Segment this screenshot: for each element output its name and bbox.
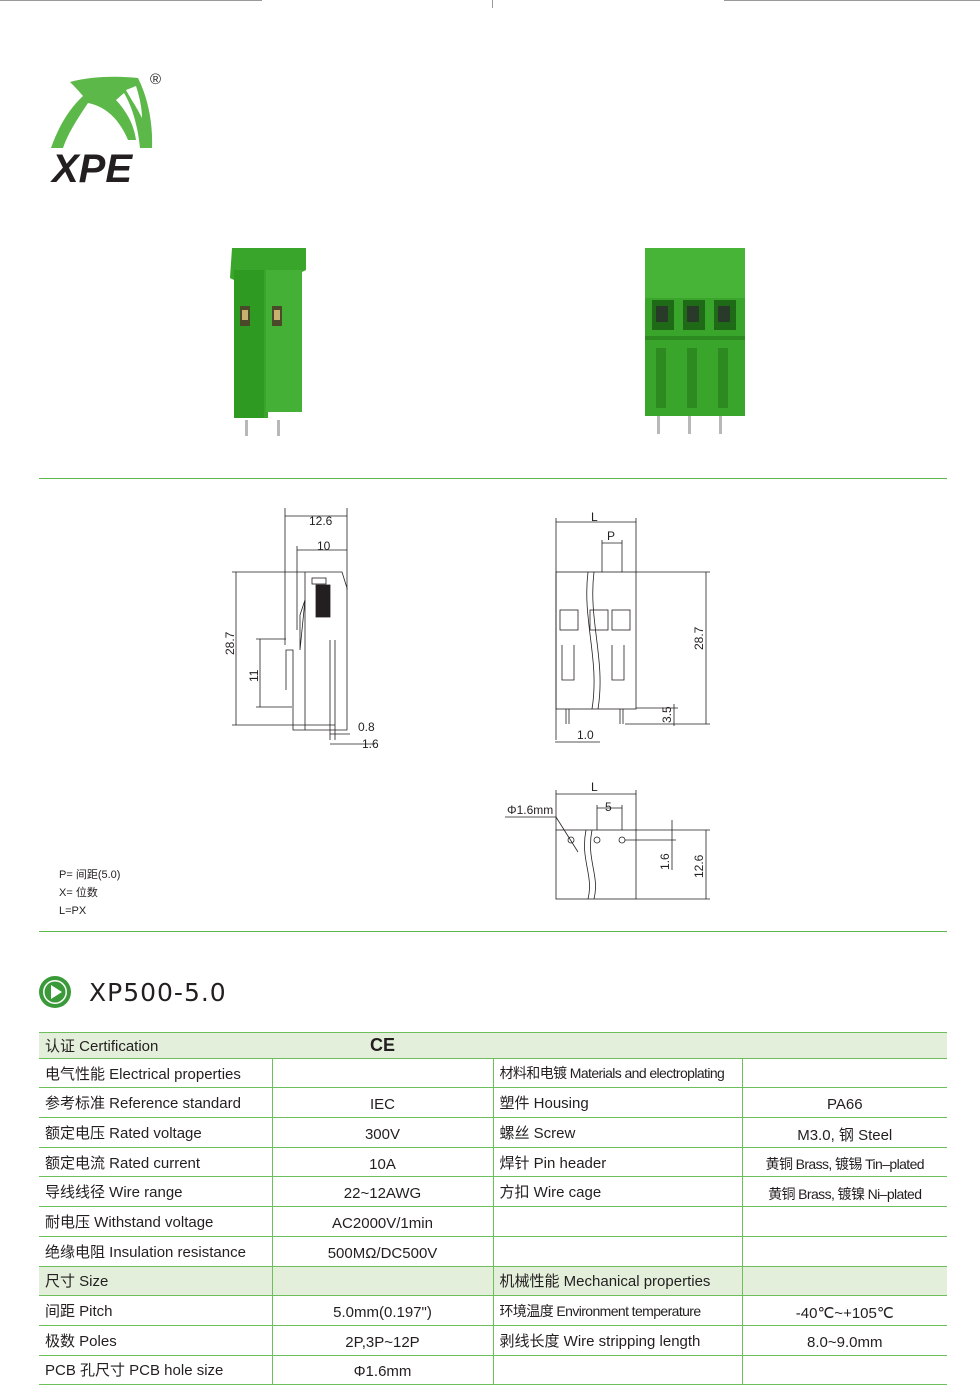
- row-value: [741, 1235, 947, 1267]
- xpe-logo: XPE ®: [48, 68, 173, 191]
- logo-text: XPE: [50, 147, 133, 188]
- row-value: 8.0~9.0mm: [741, 1324, 947, 1356]
- row-value: AC2000V/1min: [271, 1206, 493, 1237]
- row-label: 绝缘电阻 Insulation resistance: [39, 1235, 272, 1267]
- side-view-drawing: 12.6 10 28.7 11 0.8 1.6: [223, 508, 379, 751]
- dim-front-height: 28.7: [692, 626, 706, 650]
- play-circle-icon: [39, 976, 71, 1008]
- row-value: Φ1.6mm: [271, 1354, 493, 1386]
- technical-drawings: 12.6 10 28.7 11 0.8 1.6 L P 28.7 3.5 1.0: [223, 508, 710, 900]
- row-label: 参考标准 Reference standard: [39, 1087, 272, 1119]
- row-value: [741, 1354, 947, 1386]
- dim-depth: 12.6: [692, 854, 706, 878]
- row-label: 耐电压 Withstand voltage: [39, 1206, 272, 1237]
- dim-pin-length: 3.5: [660, 706, 674, 723]
- dim-pin-offset: 1.6: [362, 737, 379, 751]
- row-value: IEC: [271, 1087, 493, 1119]
- dim-width-overall: 12.6: [309, 514, 333, 528]
- row-value: 黄铜 Brass, 镀镍 Ni–plated: [741, 1176, 947, 1208]
- dim-lower-height: 11: [247, 669, 261, 682]
- row-value: 2P,3P~12P: [271, 1324, 493, 1356]
- dim-pin-thickness: 0.8: [358, 720, 375, 734]
- dim-pcb-pitch: 5: [605, 800, 612, 814]
- row-label: 机械性能 Mechanical properties: [492, 1265, 742, 1297]
- row-label: 间距 Pitch: [39, 1295, 272, 1326]
- section-divider: [39, 931, 947, 932]
- row-label: [492, 1354, 742, 1386]
- row-label: 方扣 Wire cage: [492, 1176, 742, 1208]
- row-value: PA66: [741, 1087, 947, 1119]
- dim-pcb-length: L: [591, 780, 598, 794]
- row-label: [492, 1206, 742, 1237]
- product-model-title: XP500-5.0: [89, 978, 227, 1007]
- table-row-header: 尺寸 Size 机械性能 Mechanical properties: [39, 1265, 947, 1297]
- note-length: L=PX: [59, 905, 87, 917]
- row-value: [271, 1265, 493, 1297]
- dim-hole-offset: 1.6: [658, 853, 672, 870]
- pcb-layout-drawing: L Φ1.6mm 5 1.6 12.6: [505, 780, 710, 900]
- front-view-drawing: L P 28.7 3.5 1.0: [555, 510, 710, 743]
- crop-mark: [492, 0, 493, 8]
- row-value: 黄铜 Brass, 镀锡 Tin–plated: [741, 1146, 947, 1178]
- row-label: 塑件 Housing: [492, 1087, 742, 1119]
- row-value: [741, 1206, 947, 1237]
- product-photo-side: [230, 248, 306, 436]
- row-label: 导线线径 Wire range: [39, 1176, 272, 1208]
- note-pitch: P= 间距(5.0): [59, 869, 121, 881]
- dim-height: 28.7: [223, 631, 237, 655]
- dim-hole: Φ1.6mm: [507, 803, 553, 817]
- row-value: 22~12AWG: [271, 1176, 493, 1208]
- row-label: 极数 Poles: [39, 1324, 272, 1356]
- notes: P= 间距(5.0) X= 位数 L=PX: [59, 866, 120, 920]
- dim-pin-width: 1.0: [577, 728, 594, 742]
- spec-table: 认证 Certification CE 电气性能 Electrical prop…: [39, 1032, 947, 1386]
- dim-length: L: [591, 510, 598, 524]
- registered-mark: ®: [150, 71, 161, 88]
- table-row: 电气性能 Electrical properties 材料和电镀 Material…: [39, 1057, 947, 1089]
- row-label: 焊针 Pin header: [492, 1146, 742, 1178]
- row-label: 螺丝 Screw: [492, 1117, 742, 1148]
- row-value: M3.0, 钢 Steel: [741, 1117, 947, 1148]
- top-rule-left: [0, 0, 262, 1]
- row-label: 额定电流 Rated current: [39, 1146, 272, 1178]
- row-label: 尺寸 Size: [39, 1265, 272, 1297]
- dim-width-inner: 10: [317, 539, 331, 553]
- row-value: 500MΩ/DC500V: [271, 1235, 493, 1267]
- row-value: -40℃~+105℃: [741, 1295, 947, 1326]
- section-divider: [39, 478, 947, 479]
- row-value: 10A: [271, 1146, 493, 1178]
- row-label: 材料和电镀 Materials and electroplating: [492, 1057, 742, 1089]
- note-poles: X= 位数: [59, 887, 98, 899]
- row-value: 300V: [271, 1117, 493, 1148]
- row-value: [741, 1265, 947, 1297]
- product-photo-front: [645, 248, 745, 434]
- row-value: [741, 1057, 947, 1089]
- row-label: [492, 1235, 742, 1267]
- row-value: [271, 1057, 493, 1089]
- row-label: 额定电压 Rated voltage: [39, 1117, 272, 1148]
- row-label: PCB 孔尺寸 PCB hole size: [39, 1354, 272, 1386]
- cert-label: 认证 Certification: [39, 1032, 272, 1059]
- top-rule-right: [724, 0, 980, 1]
- ce-mark: CE: [272, 1032, 493, 1059]
- row-label: 环境温度 Environment temperature: [492, 1295, 742, 1326]
- row-label: 剥线长度 Wire stripping length: [492, 1324, 742, 1356]
- row-label: 电气性能 Electrical properties: [39, 1057, 272, 1089]
- table-row-certification: 认证 Certification CE: [39, 1032, 947, 1059]
- dim-pitch: P: [607, 529, 615, 543]
- row-value: 5.0mm(0.197"): [271, 1295, 493, 1326]
